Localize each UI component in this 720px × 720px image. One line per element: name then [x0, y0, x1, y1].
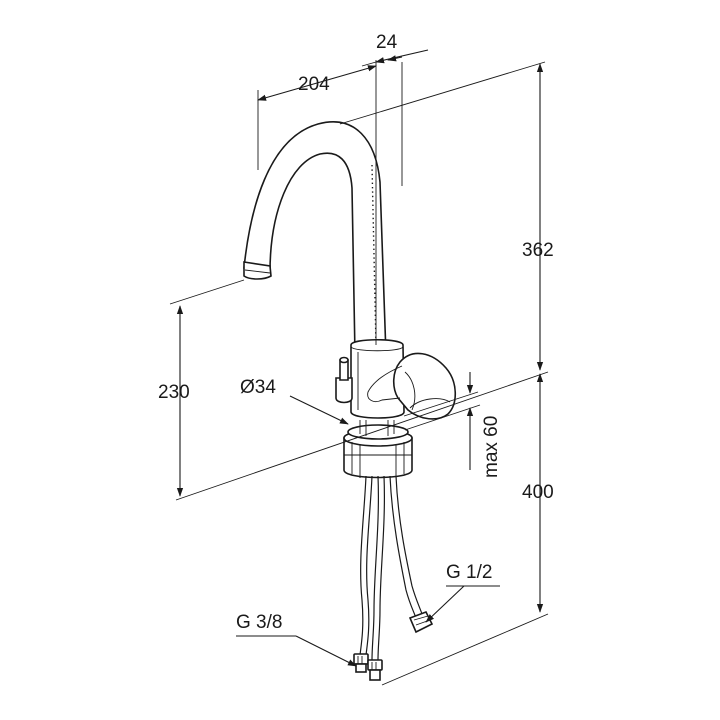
label-g12: G 1/2 [446, 562, 492, 583]
label-24: 24 [376, 32, 398, 53]
hose-left [359, 475, 385, 661]
label-g38: G 3/8 [236, 612, 282, 633]
spout-outer [243, 121, 387, 356]
label-362: 362 [522, 240, 554, 261]
dimension-labels: 24 204 362 230 Ø34 max 60 400 G 1/2 G 3/… [158, 32, 554, 633]
label-max-60: max 60 [481, 416, 502, 478]
connector-g12 [408, 610, 434, 634]
faucet [243, 121, 457, 681]
dimension-lines [169, 49, 549, 686]
lever-handle [392, 352, 457, 420]
valve-stem [335, 377, 353, 404]
hose-right [389, 475, 423, 619]
label-230: 230 [158, 382, 190, 403]
label-diameter-34: Ø34 [240, 377, 276, 398]
label-400: 400 [522, 482, 554, 503]
faucet-body [350, 339, 405, 419]
label-204: 204 [298, 74, 330, 95]
connector-g38 [353, 653, 383, 681]
riser-centerline [371, 164, 377, 346]
spout-tip [243, 261, 272, 280]
